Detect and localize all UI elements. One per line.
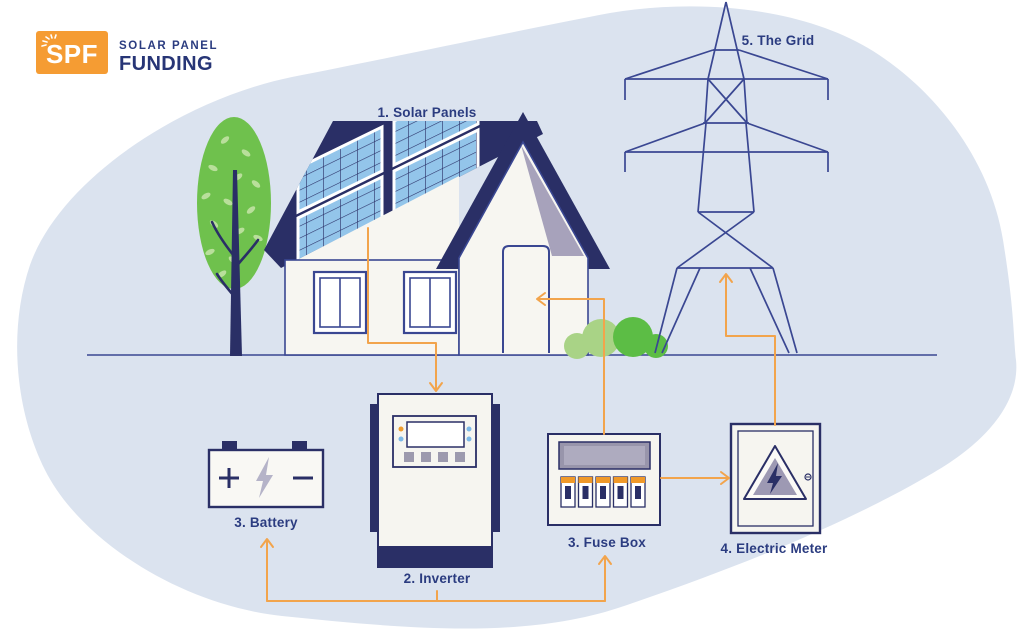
arrow-right-meter-icon bbox=[720, 471, 730, 485]
sun-rays-icon bbox=[41, 34, 57, 47]
door bbox=[502, 245, 550, 353]
battery-bolt-icon bbox=[256, 457, 273, 498]
meter-screw-icon bbox=[804, 473, 812, 481]
wire-inverter-bus bbox=[266, 590, 606, 602]
inverter-screen bbox=[406, 421, 465, 448]
house bbox=[264, 112, 610, 356]
tree bbox=[197, 117, 271, 356]
meter-bolt-icon bbox=[767, 463, 782, 494]
window-right bbox=[402, 270, 458, 335]
arrow-down-inverter-icon bbox=[429, 382, 443, 392]
spf-logo: SPF SOLAR PANEL FUNDING bbox=[36, 31, 218, 76]
wire-meter-to-grid bbox=[725, 275, 776, 426]
inverter-icon bbox=[370, 393, 500, 568]
gable-shadow bbox=[521, 145, 584, 256]
logo-line-funding: FUNDING bbox=[119, 53, 213, 75]
wire-fusebox-to-house bbox=[538, 298, 605, 435]
arrow-up-battery-icon bbox=[260, 538, 274, 548]
label-solar-panels: 1. Solar Panels bbox=[377, 105, 477, 120]
inverter-buttons bbox=[404, 452, 465, 462]
electric-meter-icon bbox=[729, 422, 822, 535]
logo-line-solar-panel: SOLAR PANEL bbox=[119, 40, 219, 52]
label-electric-meter: 4. Electric Meter bbox=[720, 541, 828, 556]
solar-panels bbox=[296, 121, 480, 265]
arrow-up-grid-icon bbox=[719, 273, 733, 283]
spf-logo-text: SOLAR PANEL FUNDING bbox=[119, 31, 218, 76]
window-left bbox=[312, 270, 368, 335]
label-fuse-box: 3. Fuse Box bbox=[568, 535, 646, 550]
tree-branches bbox=[210, 220, 260, 298]
spf-logo-mark: SPF bbox=[36, 31, 108, 74]
label-inverter: 2. Inverter bbox=[403, 571, 471, 586]
upper-wall-wedge bbox=[297, 176, 459, 260]
spf-monogram: SPF bbox=[45, 38, 99, 69]
label-the-grid: 5. The Grid bbox=[741, 33, 815, 48]
label-battery: 3. Battery bbox=[234, 515, 298, 530]
bushes bbox=[564, 317, 668, 359]
battery-icon bbox=[207, 441, 325, 509]
wire-solar-to-inverter bbox=[367, 227, 437, 390]
battery-plus-icon bbox=[219, 468, 239, 488]
pylon-icon bbox=[624, 1, 829, 354]
fuse-switches bbox=[560, 476, 646, 508]
fuse-box-icon bbox=[547, 433, 661, 526]
arrow-up-fusebox-icon bbox=[598, 555, 612, 565]
tree-trunk bbox=[230, 170, 242, 356]
arrow-left-house-icon bbox=[536, 292, 546, 306]
